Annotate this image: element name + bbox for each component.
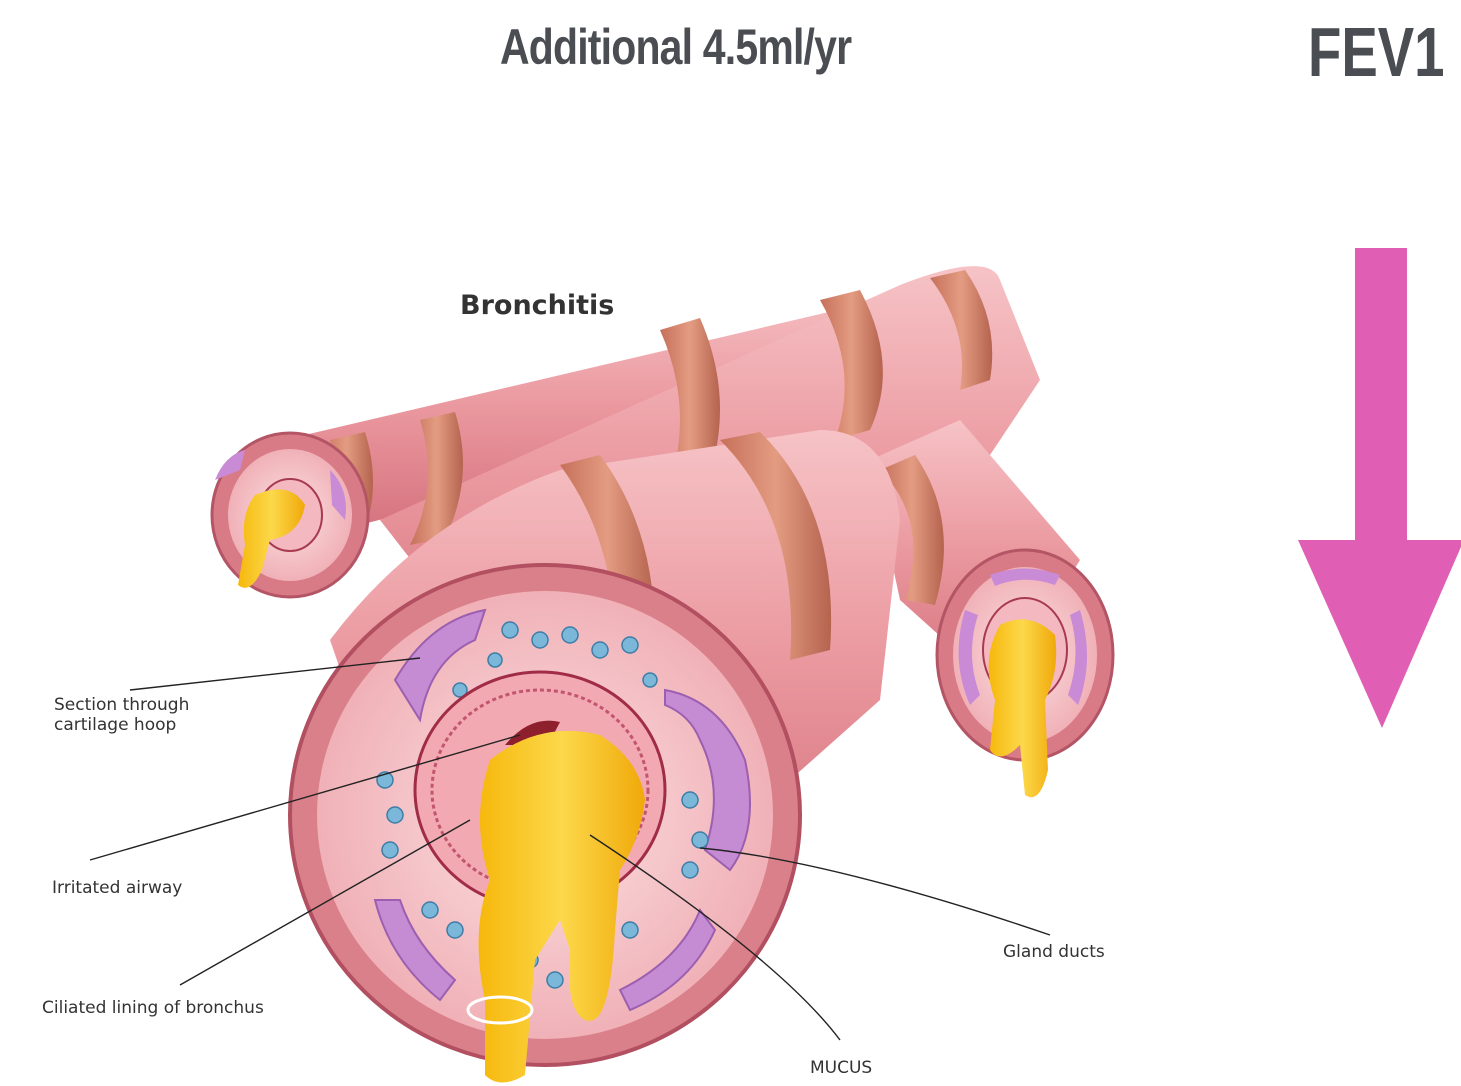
left-cross-section [212, 433, 368, 597]
main-cross-section [290, 565, 800, 1083]
diagram-title: Bronchitis [460, 290, 614, 321]
fev1-label: FEV1 [1308, 12, 1445, 92]
slide-title: Additional 4.5ml/yr [500, 18, 851, 76]
arrow-shaft [1355, 248, 1407, 543]
right-cross-section [937, 550, 1113, 797]
label-gland-ducts: Gland ducts [1003, 942, 1105, 962]
label-cartilage-hoop: Section through cartilage hoop [54, 695, 189, 735]
down-arrow-icon [1296, 248, 1461, 733]
arrow-head [1298, 540, 1461, 728]
label-ciliated-lining: Ciliated lining of bronchus [42, 998, 264, 1018]
label-irritated-airway: Irritated airway [52, 878, 182, 898]
label-mucus: MUCUS [810, 1058, 872, 1078]
